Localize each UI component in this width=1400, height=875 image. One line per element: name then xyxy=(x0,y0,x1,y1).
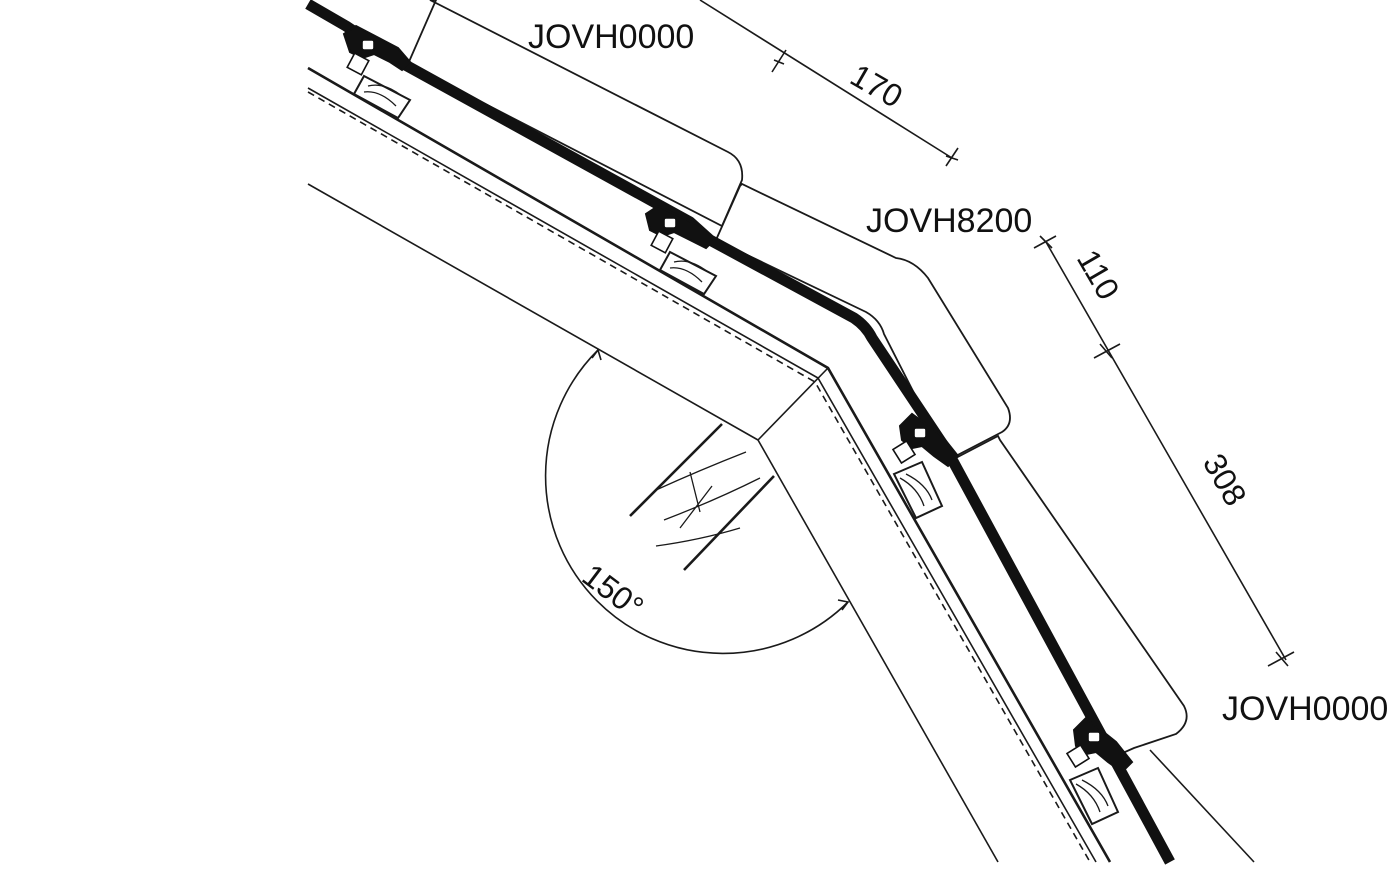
batten-2 xyxy=(658,250,718,296)
ridge-beam-edge-right xyxy=(683,475,775,571)
dimension-tick-upper-1 xyxy=(771,49,787,73)
clip-4 xyxy=(1065,716,1134,774)
tile-right-overlap xyxy=(1149,749,1255,863)
part-label-ridge: JOVH8200 xyxy=(866,202,1032,240)
dimension-tick-upper-2 xyxy=(945,147,959,167)
metal-roofing-sheet xyxy=(305,0,1175,865)
dimension-label-lower: 308 xyxy=(1196,448,1254,512)
clip-1 xyxy=(342,24,412,76)
batten-3 xyxy=(892,460,944,520)
ridge-beam-edge-left xyxy=(629,423,723,517)
part-label-top: JOVH0000 xyxy=(528,18,694,56)
rafter-outline xyxy=(307,66,1112,863)
underlay-membrane xyxy=(307,91,1091,863)
dimension-tick-lower-end xyxy=(1267,651,1295,667)
tile-lower xyxy=(950,434,1188,758)
roof-tiles xyxy=(406,0,1255,863)
angle-arc-arrow-top xyxy=(591,348,602,361)
clip-2 xyxy=(644,204,716,254)
dimension-tick-ridge-top xyxy=(1033,235,1057,249)
dimension-upper: 170 xyxy=(699,0,959,167)
dimension-label-ridge: 110 xyxy=(1070,244,1127,306)
part-label-right: JOVH0000 xyxy=(1222,690,1388,728)
clip-3 xyxy=(891,412,960,468)
ridge-beam-grain xyxy=(655,451,761,547)
rafter-lower-edge xyxy=(757,439,999,863)
batten-4 xyxy=(1068,766,1120,826)
dimension-line-upper xyxy=(699,0,953,159)
ridge-tile xyxy=(714,182,1011,462)
dimension-label-upper: 170 xyxy=(845,57,909,115)
angle-arc xyxy=(544,349,849,655)
dimension-line-ridge-lower xyxy=(1045,241,1287,661)
angle-arc-arrow-bottom xyxy=(837,599,850,611)
ridge-beam xyxy=(629,423,775,571)
batten-1 xyxy=(352,74,412,120)
rafter-ridge-face xyxy=(757,367,829,441)
rafter-bottom-edge xyxy=(307,183,759,441)
dimension-tick-ridge-mid xyxy=(1093,343,1121,359)
